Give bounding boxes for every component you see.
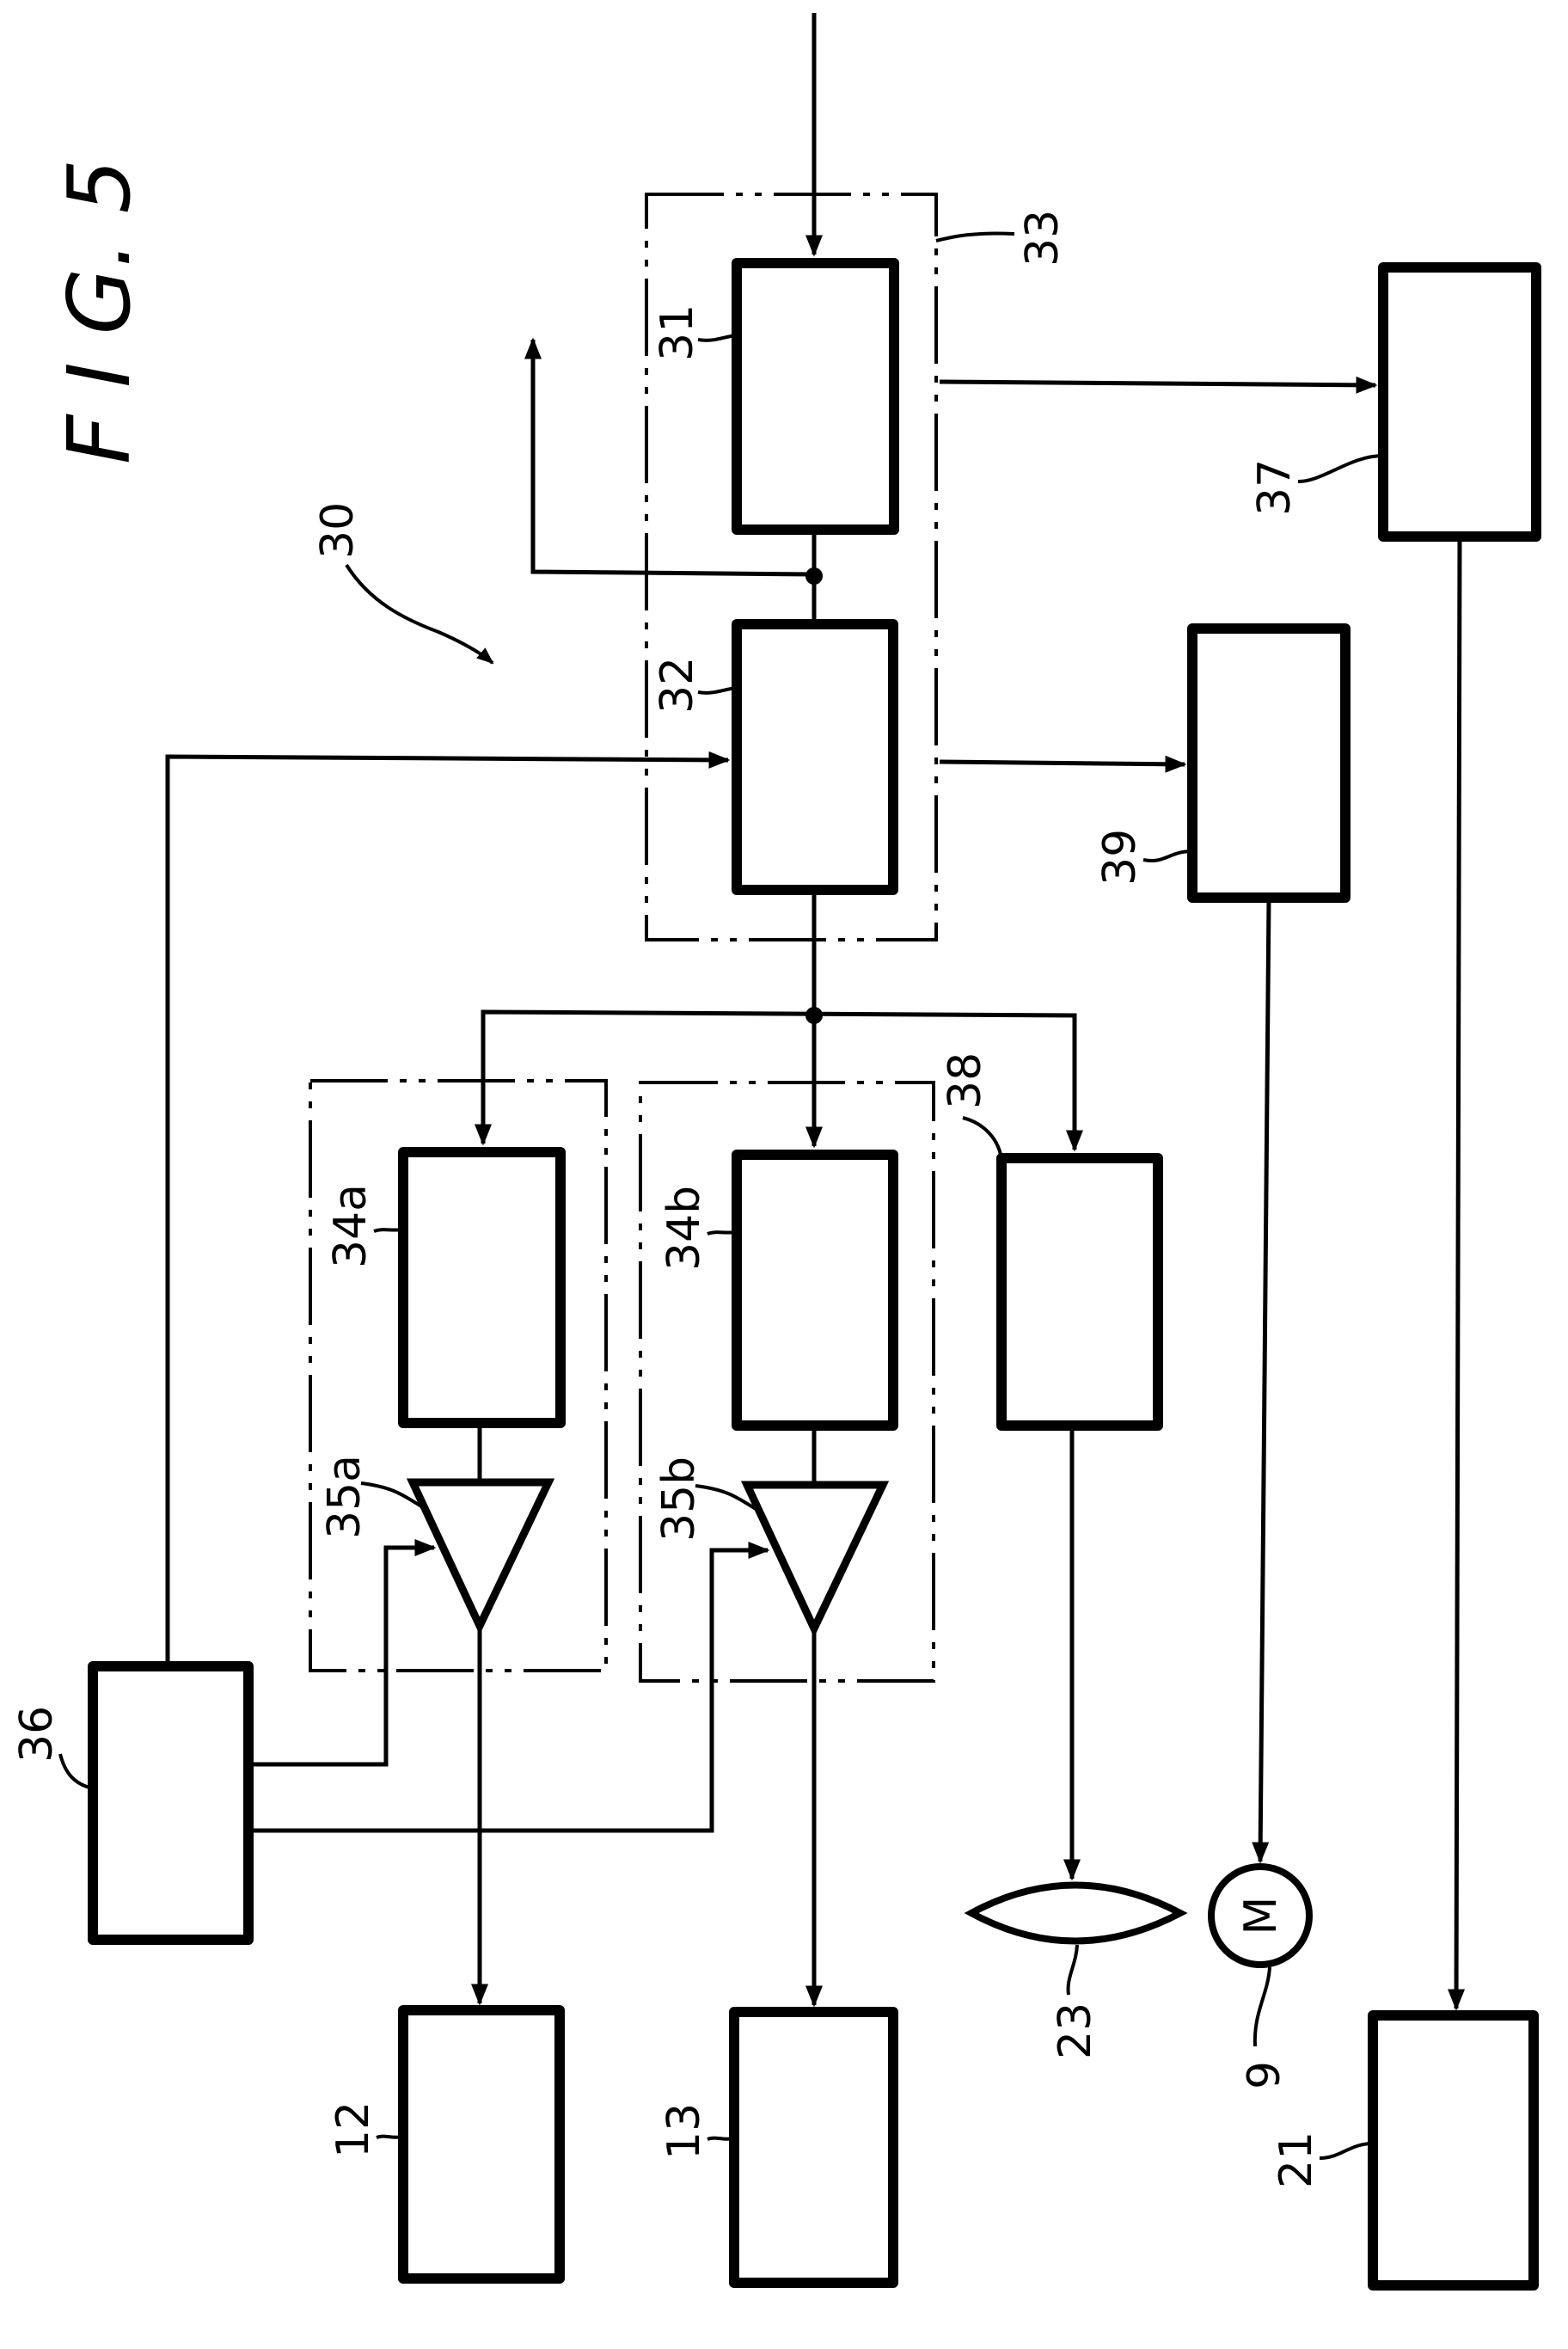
leader-38 [963, 1118, 1001, 1158]
label-9: 9 [1239, 2061, 1290, 2089]
label-33: 33 [1017, 210, 1069, 267]
label-34a: 34a [325, 1184, 377, 1268]
leader-30 [346, 565, 493, 663]
leader-37 [1298, 456, 1383, 481]
label-34b: 34b [658, 1186, 710, 1271]
block-13 [734, 2012, 893, 2283]
motor-symbol: M [1235, 1897, 1287, 1935]
leader-34a [374, 1230, 403, 1231]
lens-23 [971, 1886, 1180, 1941]
leader-21 [1320, 2144, 1373, 2158]
block-32 [737, 624, 893, 890]
leader-9 [1255, 1967, 1270, 2046]
label-37: 37 [1249, 459, 1301, 516]
block-21 [1373, 2015, 1534, 2285]
block-39 [1192, 629, 1345, 898]
control-36-35a [248, 1548, 434, 1764]
block-36 [93, 1666, 248, 1940]
leader-31 [698, 335, 737, 340]
block-31 [737, 263, 894, 530]
label-32: 32 [652, 657, 703, 714]
leader-32 [698, 688, 737, 693]
label-35a: 35a [319, 1455, 371, 1539]
amplifier-35b [747, 1485, 883, 1628]
label-30: 30 [312, 502, 364, 559]
figure-title: F I G. 5 [49, 159, 150, 464]
label-23: 23 [1050, 2002, 1101, 2059]
leader-39 [1143, 851, 1192, 861]
link-37-21 [1456, 537, 1460, 2009]
label-35b: 35b [653, 1457, 705, 1542]
label-13: 13 [658, 2103, 710, 2160]
block-38 [1001, 1158, 1158, 1426]
leader-33 [936, 234, 1014, 241]
block-37 [1383, 267, 1536, 537]
link-39-9 [1260, 898, 1269, 1861]
label-38: 38 [940, 1052, 991, 1109]
block-34a [403, 1152, 560, 1423]
label-12: 12 [328, 2101, 379, 2158]
leader-23 [1069, 1945, 1077, 1995]
leader-13 [707, 2138, 734, 2139]
link-33-39 [940, 762, 1185, 764]
amplifier-35a [413, 1482, 548, 1626]
link-33-37 [940, 382, 1375, 385]
label-21: 21 [1271, 2131, 1322, 2188]
control-36-35b [248, 1550, 768, 1831]
block-34b [737, 1155, 893, 1426]
label-31: 31 [652, 304, 703, 361]
leader-34b [707, 1232, 737, 1234]
label-36: 36 [11, 1706, 63, 1763]
label-39: 39 [1094, 829, 1146, 886]
block-12 [403, 2010, 560, 2278]
